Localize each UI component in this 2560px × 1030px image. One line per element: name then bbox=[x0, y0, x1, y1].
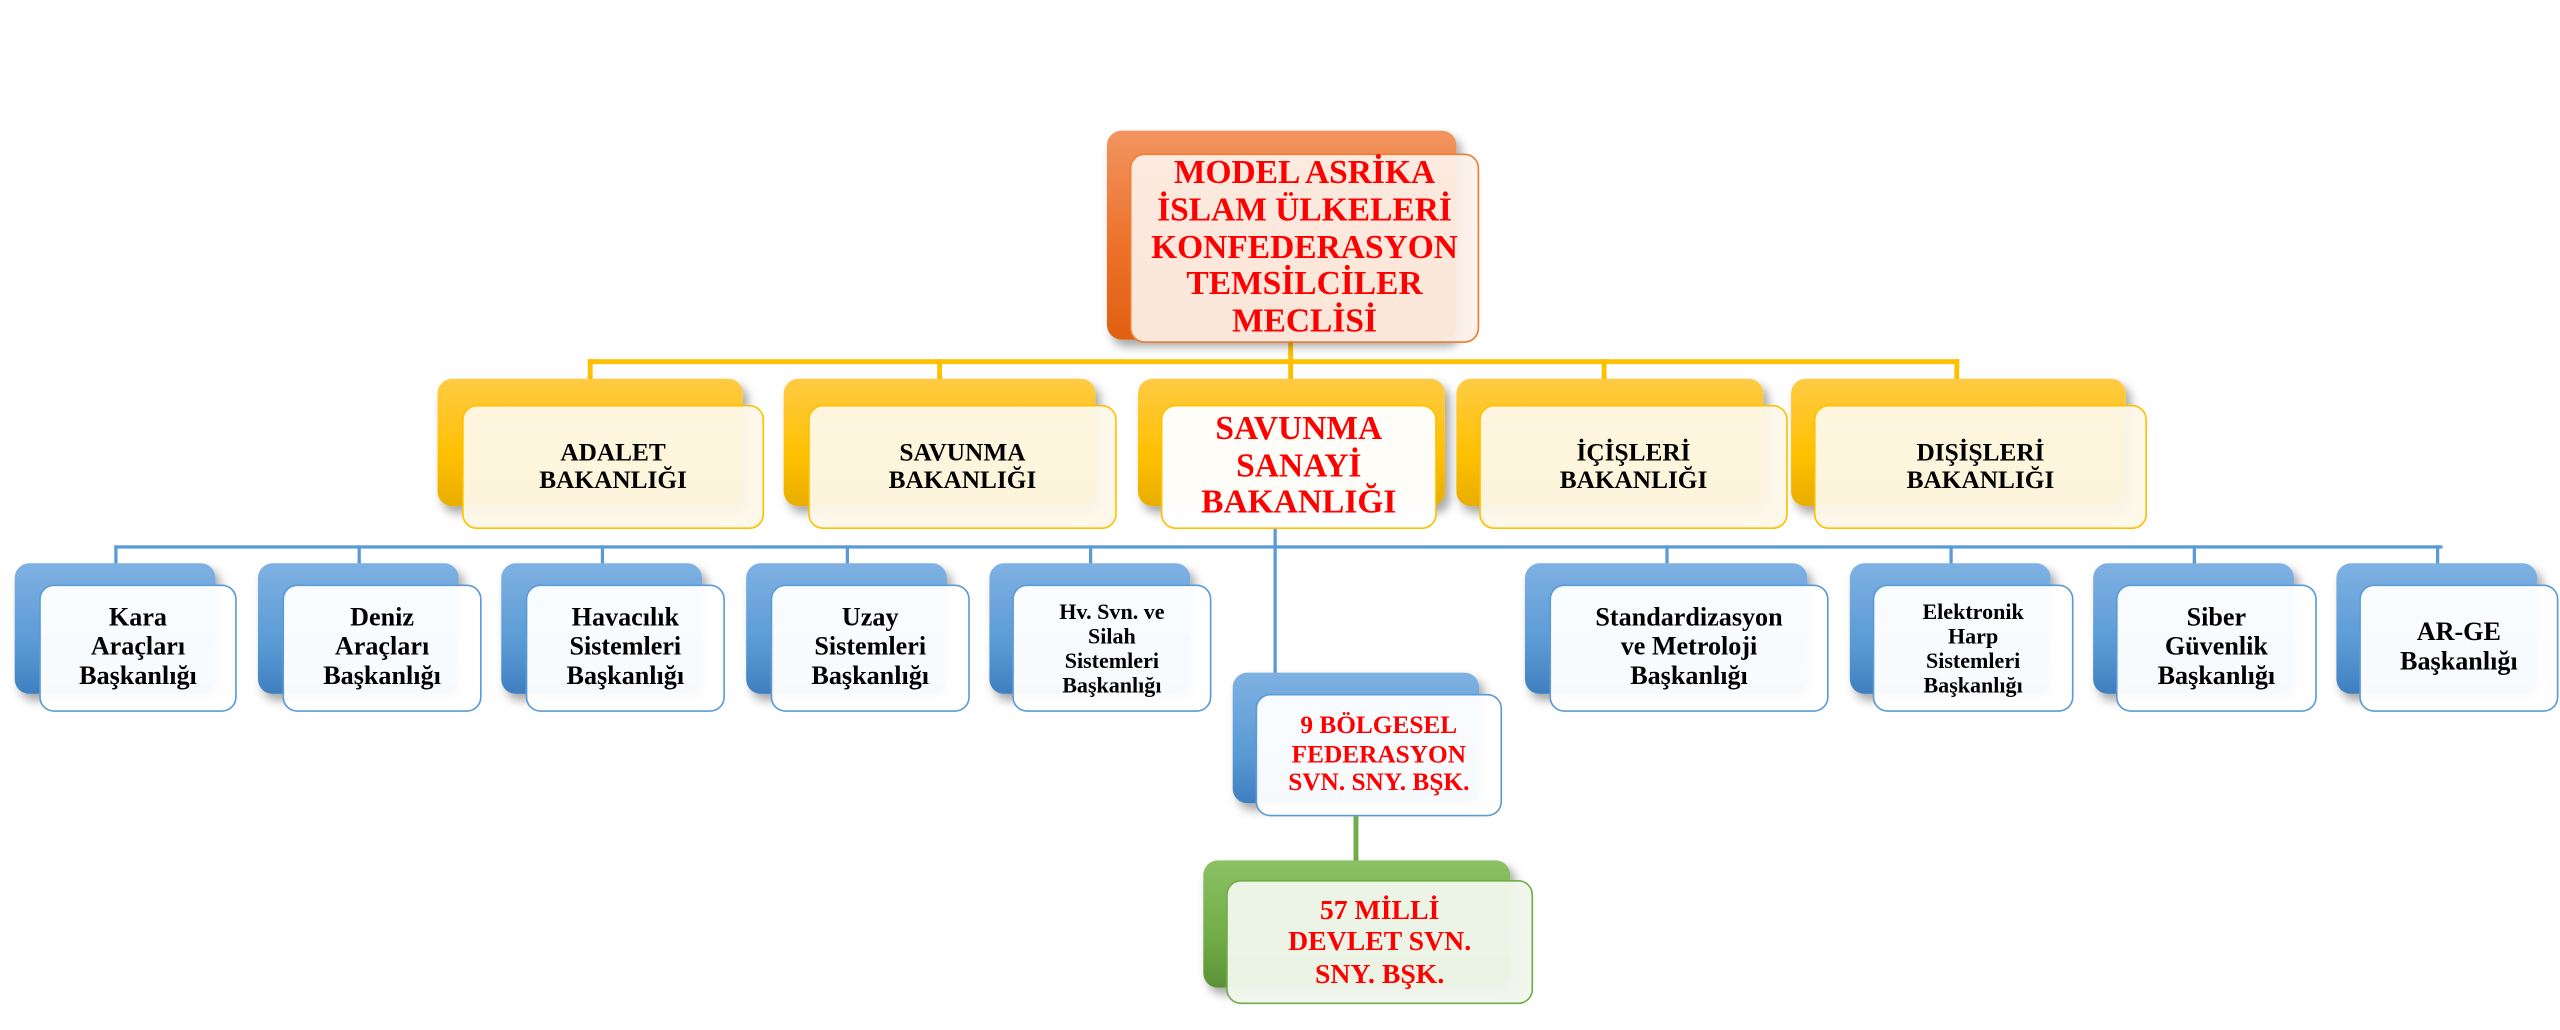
ministry-label: SAVUNMA SANAYİ BAKANLIĞI bbox=[1201, 410, 1397, 522]
department-label: Havacılık Sistemleri Başkanlığı bbox=[566, 604, 685, 691]
department-standardizasyon: Standardizasyon ve Metroloji Başkanlığı bbox=[1549, 584, 1829, 712]
connector bbox=[1949, 545, 1953, 565]
connector bbox=[587, 359, 1960, 365]
ministry-icisleri: İÇİŞLERİ BAKANLIĞI bbox=[1479, 404, 1788, 529]
national-label: 57 MİLLİ DEVLET SVN. SNY. BŞK. bbox=[1288, 895, 1472, 989]
connector bbox=[845, 545, 850, 565]
connector bbox=[1089, 545, 1093, 565]
national-node: 57 MİLLİ DEVLET SVN. SNY. BŞK. bbox=[1226, 880, 1534, 1005]
department-label: Hv. Svn. ve Silah Sistemleri Başkanlığı bbox=[1059, 598, 1165, 698]
ministry-savunma-sanayi: SAVUNMA SANAYİ BAKANLIĞI bbox=[1160, 404, 1437, 529]
department-hv-svn-silah: Hv. Svn. ve Silah Sistemleri Başkanlığı bbox=[1012, 584, 1212, 712]
department-label: AR-GE Başkanlığı bbox=[2400, 618, 2518, 676]
connector bbox=[1353, 816, 1359, 863]
department-label: Kara Araçları Başkanlığı bbox=[79, 604, 197, 691]
department-label: Standardizasyon ve Metroloji Başkanlığı bbox=[1595, 604, 1783, 691]
connector bbox=[357, 545, 361, 565]
connector bbox=[114, 545, 2443, 549]
department-label: Elektronik Harp Sistemleri Başkanlığı bbox=[1922, 598, 2024, 698]
department-kara: Kara Araçları Başkanlığı bbox=[39, 584, 237, 712]
root-node: MODEL ASRİKA İSLAM ÜLKELERİ KONFEDERASYO… bbox=[1129, 153, 1480, 343]
connector bbox=[1954, 359, 1960, 383]
connector bbox=[587, 359, 593, 383]
department-deniz: Deniz Araçları Başkanlığı bbox=[282, 584, 482, 712]
connector bbox=[600, 545, 605, 565]
connector bbox=[114, 545, 118, 565]
department-ar-ge: AR-GE Başkanlığı bbox=[2359, 584, 2559, 712]
connector bbox=[937, 359, 943, 383]
ministry-label: SAVUNMA BAKANLIĞI bbox=[888, 438, 1037, 495]
department-uzay: Uzay Sistemleri Başkanlığı bbox=[770, 584, 970, 712]
connector bbox=[1601, 359, 1607, 383]
root-label: MODEL ASRİKA İSLAM ÜLKELERİ KONFEDERASYO… bbox=[1151, 154, 1458, 341]
connector bbox=[2192, 545, 2196, 565]
ministry-label: ADALET BAKANLIĞI bbox=[539, 438, 687, 495]
connector bbox=[2435, 545, 2440, 565]
ministry-savunma: SAVUNMA BAKANLIĞI bbox=[808, 404, 1117, 529]
connector bbox=[1288, 359, 1294, 383]
connector bbox=[1273, 528, 1277, 676]
regional-label: 9 BÖLGESEL FEDERASYON SVN. SNY. BŞK. bbox=[1288, 712, 1470, 798]
regional-federation-node: 9 BÖLGESEL FEDERASYON SVN. SNY. BŞK. bbox=[1255, 693, 1503, 817]
department-label: Deniz Araçları Başkanlığı bbox=[323, 604, 441, 691]
connector bbox=[1665, 545, 1669, 565]
department-label: Siber Güvenlik Başkanlığı bbox=[2157, 604, 2276, 691]
department-siber: Siber Güvenlik Başkanlığı bbox=[2115, 584, 2317, 712]
connector bbox=[1288, 339, 1294, 363]
department-label: Uzay Sistemleri Başkanlığı bbox=[811, 604, 930, 691]
department-elektronik-harp: Elektronik Harp Sistemleri Başkanlığı bbox=[1872, 584, 2074, 712]
ministry-disisleri: DIŞİŞLERİ BAKANLIĞI bbox=[1813, 404, 2148, 529]
ministry-adalet: ADALET BAKANLIĞI bbox=[462, 404, 765, 529]
department-havacilik: Havacılık Sistemleri Başkanlığı bbox=[525, 584, 725, 712]
ministry-label: DIŞİŞLERİ BAKANLIĞI bbox=[1906, 438, 2055, 495]
ministry-label: İÇİŞLERİ BAKANLIĞI bbox=[1559, 438, 1708, 495]
